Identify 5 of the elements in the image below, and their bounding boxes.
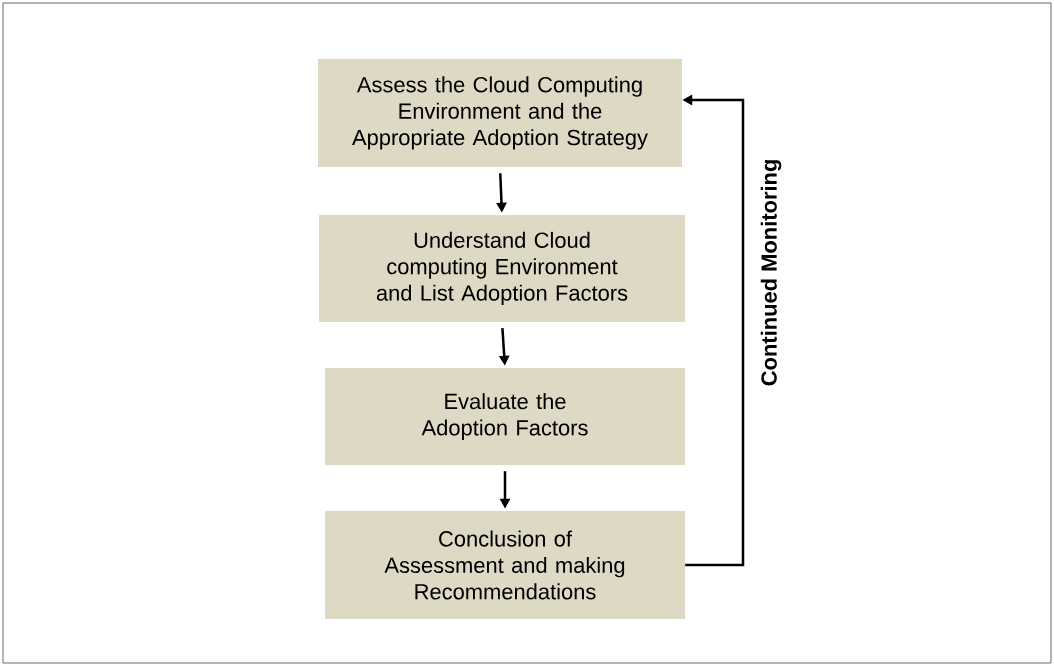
edge-label: Continued Monitoring — [760, 160, 782, 386]
process-box: Conclusion of Assessment and making Recommendations — [325, 511, 685, 619]
process-box: Assess the Cloud Computing Environment and the Appropriate Adoption Strategy — [318, 59, 682, 167]
process-box: Evaluate the Adoption Factors — [325, 368, 685, 465]
process-box: Understand Cloud computing Environment and List Adoption Factors — [319, 215, 685, 322]
